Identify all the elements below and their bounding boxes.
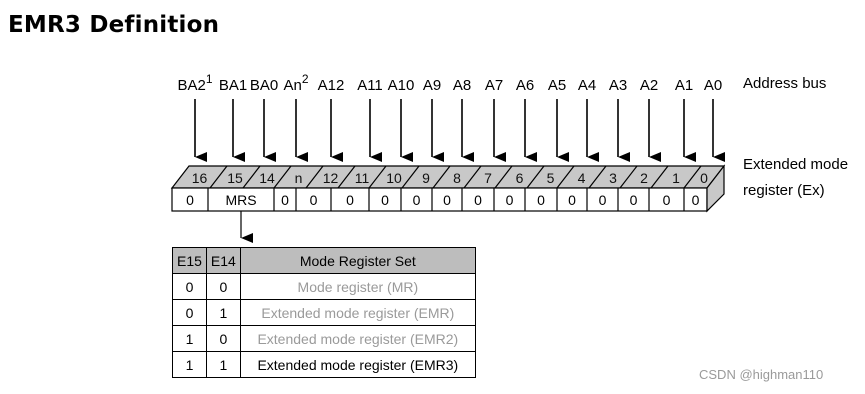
table-row: 1 0 Extended mode register (EMR2) — [172, 325, 476, 352]
address-label: A0 — [704, 77, 722, 94]
address-label: BA21 — [177, 72, 212, 94]
bit-number-label: 6 — [516, 170, 524, 186]
bit-number-divider — [683, 165, 702, 189]
bit-number-label: 10 — [386, 170, 402, 186]
bit-number-label: 15 — [227, 170, 243, 186]
table-row: 0 1 Extended mode register (EMR) — [172, 299, 476, 326]
address-label: A7 — [485, 77, 503, 94]
address-label: A3 — [609, 77, 627, 94]
bit-number-divider — [526, 165, 545, 189]
bit-number-divider — [273, 165, 292, 189]
col-header-mode-register-set: Mode Register Set — [239, 247, 476, 274]
bit-number-label: 4 — [578, 170, 586, 186]
table-row: 1 1 Extended mode register (EMR3) — [172, 351, 476, 378]
cell-register-name: Extended mode register (EMR2) — [239, 325, 476, 352]
bit-number-divider — [401, 165, 420, 189]
bit-number-label: 8 — [453, 170, 461, 186]
cell-register-name: Extended mode register (EMR) — [239, 299, 476, 326]
bit-number-divider — [432, 165, 451, 189]
bit-value-label: 0 — [346, 192, 354, 208]
bit-value-label: 0 — [281, 192, 289, 208]
bit-number-divider — [494, 165, 513, 189]
mode-register-set-table: E15 E14 Mode Register Set 0 0 Mode regis… — [172, 247, 476, 378]
address-bus-label: Address bus — [743, 75, 827, 92]
page-title: EMR3 Definition — [8, 12, 220, 38]
address-label: A8 — [453, 77, 471, 94]
address-label: A6 — [516, 77, 534, 94]
bit-number-label: 12 — [323, 170, 339, 186]
bit-number-divider — [556, 165, 575, 189]
bit-number-divider — [209, 165, 228, 189]
bit-value-label: 0 — [186, 192, 194, 208]
bit-value-label: 0 — [537, 192, 545, 208]
bit-number-divider — [337, 165, 356, 189]
address-label: A12 — [318, 77, 345, 94]
cell-e15: 0 — [172, 299, 207, 326]
address-label: A5 — [548, 77, 566, 94]
bit-value-label: 0 — [310, 192, 318, 208]
address-label: A11 — [357, 77, 383, 94]
bit-value-label: 0 — [692, 192, 700, 208]
bit-number-divider — [463, 165, 482, 189]
address-label: A1 — [675, 77, 693, 94]
bit-value-label: 0 — [474, 192, 482, 208]
address-label: A2 — [640, 77, 658, 94]
cell-register-name: Extended mode register (EMR3) — [239, 351, 476, 378]
bit-number-label: 11 — [355, 170, 370, 186]
col-header-e15: E15 — [172, 247, 207, 274]
bit-value-label: 0 — [506, 192, 514, 208]
bit-number-label: 1 — [672, 170, 680, 186]
bit-number-divider — [242, 165, 261, 189]
address-label: An2 — [283, 72, 308, 94]
cell-e14: 0 — [205, 273, 241, 300]
register-label-line2: register (Ex) — [743, 182, 825, 199]
table-row: 0 0 Mode register (MR) — [172, 273, 476, 300]
bit-value-label: 0 — [599, 192, 607, 208]
cell-e14: 0 — [205, 325, 241, 352]
bit-number-label: 14 — [259, 170, 275, 186]
address-label: BA1 — [219, 77, 247, 94]
bit-number-divider — [619, 165, 638, 189]
bit-value-label: 0 — [663, 192, 671, 208]
bit-value-label: 0 — [413, 192, 421, 208]
cell-e15: 1 — [172, 351, 207, 378]
watermark: CSDN @highman110 — [699, 367, 824, 382]
bit-value-label: 0 — [443, 192, 451, 208]
cell-e15: 0 — [172, 273, 207, 300]
bit-number-label: 16 — [192, 170, 208, 186]
cell-register-name: Mode register (MR) — [239, 273, 476, 300]
bit-value-label: 0 — [381, 192, 389, 208]
cell-e14: 1 — [205, 299, 241, 326]
cell-e15: 1 — [172, 325, 207, 352]
bit-number-divider — [650, 165, 669, 189]
address-label: A9 — [423, 77, 441, 94]
bit-number-label: 0 — [700, 170, 708, 186]
cell-e14: 1 — [205, 351, 241, 378]
address-label: A10 — [388, 77, 415, 94]
bit-number-label: 7 — [484, 170, 492, 186]
bit-number-divider — [305, 165, 324, 189]
bit-number-divider — [588, 165, 607, 189]
bit-number-label: 5 — [547, 170, 555, 186]
bit-number-label: n — [295, 170, 303, 186]
bit-number-divider — [368, 165, 387, 189]
table-header-row: E15 E14 Mode Register Set — [172, 247, 476, 274]
bit-value-label: 0 — [568, 192, 576, 208]
bit-number-label: 9 — [422, 170, 430, 186]
bit-value-label: MRS — [225, 192, 256, 208]
bit-number-label: 2 — [640, 170, 648, 186]
bit-number-label: 3 — [609, 170, 617, 186]
register-side-face — [706, 164, 725, 213]
col-header-e14: E14 — [205, 247, 241, 274]
address-label: BA0 — [250, 77, 278, 94]
address-label: A4 — [578, 77, 596, 94]
register-label-line1: Extended mode — [743, 156, 849, 173]
bit-value-label: 0 — [630, 192, 638, 208]
